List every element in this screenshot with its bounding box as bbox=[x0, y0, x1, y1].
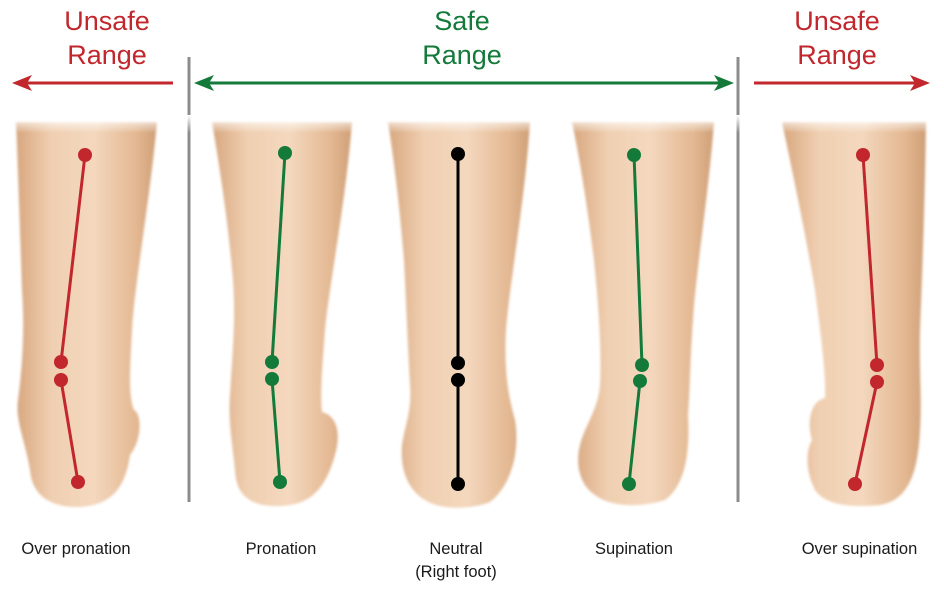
alignment-point bbox=[71, 475, 85, 489]
caption-neutral: Neutral (Right foot) bbox=[396, 538, 516, 584]
leg-over-supination bbox=[782, 122, 926, 507]
alignment-point bbox=[451, 147, 465, 161]
alignment-point bbox=[78, 148, 92, 162]
alignment-line bbox=[270, 152, 287, 363]
alignment-pronation bbox=[265, 146, 292, 489]
caption-over-supination: Over supination bbox=[782, 538, 937, 561]
safe-range-double-arrow bbox=[194, 75, 734, 91]
alignment-point bbox=[635, 358, 649, 372]
alignment-point bbox=[870, 375, 884, 389]
alignment-point bbox=[451, 356, 465, 370]
alignment-point bbox=[870, 358, 884, 372]
alignment-over-supination bbox=[848, 148, 884, 491]
alignment-line bbox=[627, 380, 642, 485]
alignment-point bbox=[856, 148, 870, 162]
alignment-supination bbox=[622, 148, 649, 491]
right-unsafe-line2: Range bbox=[797, 40, 877, 70]
caption-over-supination-label: Over supination bbox=[801, 540, 918, 558]
safe-line1: Safe bbox=[434, 6, 490, 36]
leg-pronation bbox=[212, 122, 352, 507]
alignment-point bbox=[627, 148, 641, 162]
alignment-neutral bbox=[451, 147, 465, 491]
alignment-line bbox=[59, 154, 87, 363]
caption-over-pronation: Over pronation bbox=[0, 538, 152, 561]
alignment-point bbox=[451, 373, 465, 387]
caption-pronation-label: Pronation bbox=[245, 540, 317, 558]
alignment-line bbox=[632, 154, 644, 366]
caption-supination-label: Supination bbox=[595, 540, 673, 558]
alignment-point bbox=[451, 477, 465, 491]
alignment-line bbox=[853, 381, 879, 485]
safe-range-heading: Safe Range bbox=[397, 4, 527, 72]
left-unsafe-line1: Unsafe bbox=[64, 6, 150, 36]
alignment-point bbox=[265, 355, 279, 369]
left-unsafe-line2: Range bbox=[67, 40, 147, 70]
right-unsafe-range-heading: Unsafe Range bbox=[772, 4, 902, 72]
caption-neutral-sublabel: (Right foot) bbox=[415, 563, 497, 581]
alignment-markers bbox=[54, 146, 884, 491]
leg-supination bbox=[572, 122, 714, 506]
alignment-point bbox=[54, 373, 68, 387]
alignment-point bbox=[265, 372, 279, 386]
alignment-point bbox=[278, 146, 292, 160]
left-unsafe-range-heading: Unsafe Range bbox=[42, 4, 172, 72]
alignment-line bbox=[59, 379, 80, 483]
alignment-point bbox=[54, 355, 68, 369]
caption-over-pronation-label: Over pronation bbox=[21, 540, 131, 558]
alignment-over-pronation bbox=[54, 148, 92, 489]
alignment-point bbox=[848, 477, 862, 491]
right-unsafe-arrow bbox=[754, 75, 930, 91]
alignment-point bbox=[622, 477, 636, 491]
safe-line2: Range bbox=[422, 40, 502, 70]
right-unsafe-line1: Unsafe bbox=[794, 6, 880, 36]
alignment-line bbox=[270, 378, 282, 483]
alignment-line bbox=[861, 154, 879, 366]
caption-neutral-label: Neutral bbox=[429, 540, 483, 558]
left-unsafe-arrow bbox=[12, 75, 173, 91]
alignment-point bbox=[633, 374, 647, 388]
caption-supination: Supination bbox=[574, 538, 694, 561]
caption-pronation: Pronation bbox=[221, 538, 341, 561]
alignment-point bbox=[273, 475, 287, 489]
leg-over-pronation bbox=[16, 122, 157, 508]
